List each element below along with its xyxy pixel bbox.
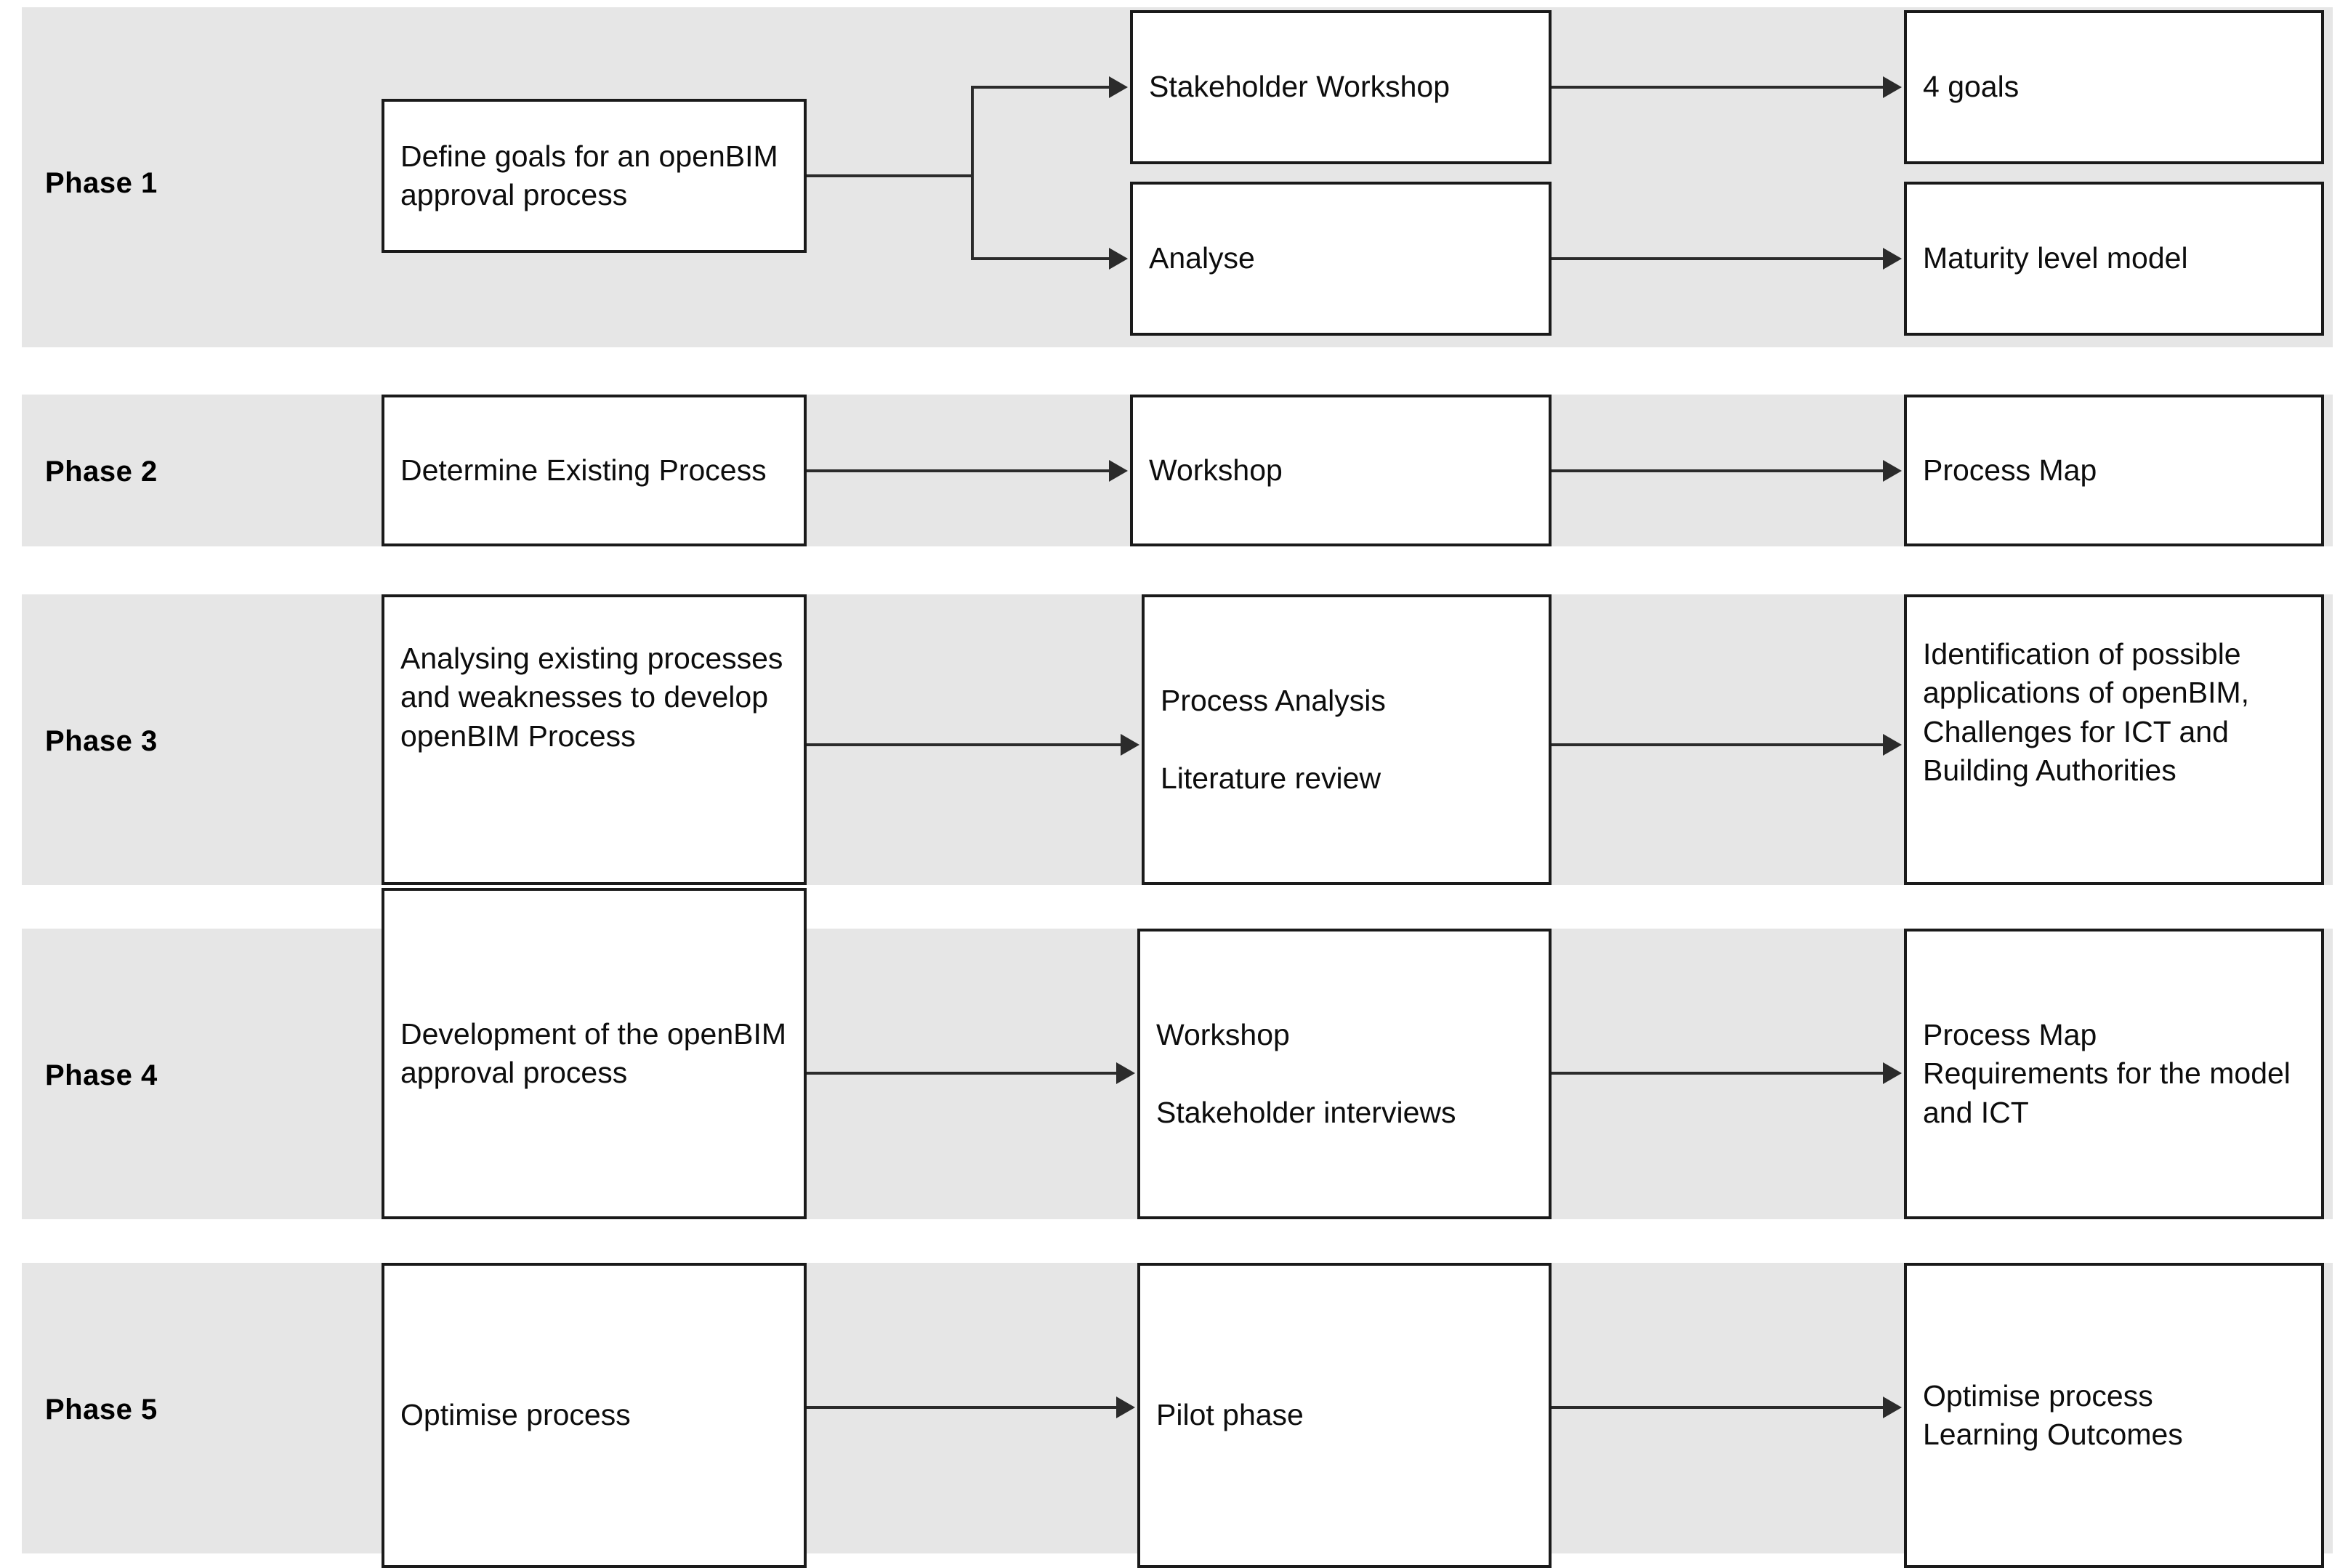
arrowhead-p4-output [1883, 1062, 1902, 1084]
phase-label-2: Phase 2 [45, 456, 158, 488]
phase-label-3: Phase 3 [45, 725, 158, 757]
phase2-output-text: Process Map [1923, 453, 2097, 487]
phase5-method-text: Pilot phase [1156, 1398, 1304, 1432]
arrowhead-p2-method [1109, 460, 1128, 482]
phase-label-1: Phase 1 [45, 167, 158, 199]
phase4-input-text: Development of the openBIM approval proc… [400, 1017, 787, 1089]
arrowhead-p1-method-1 [1109, 76, 1128, 98]
phase5-output-text: Optimise process Learning Outcomes [1923, 1378, 2183, 1451]
phase2-method-text: Workshop [1149, 453, 1283, 487]
phase3-method-box: Process Analysis Literature review [1142, 594, 1552, 885]
arrowhead-p1-output-1 [1883, 76, 1902, 98]
connector-p3-method-to-output [1552, 743, 1883, 746]
phase3-output-text: Identification of possible applications … [1923, 637, 2249, 787]
phase4-output-box: Process Map Requirements for the model a… [1904, 929, 2324, 1219]
connector-p5-method-to-output [1552, 1406, 1883, 1409]
arrowhead-p5-output [1883, 1397, 1902, 1418]
connector-p3-input-to-method [807, 743, 1121, 746]
arrowhead-p3-output [1883, 734, 1902, 756]
connector-p1-branch-vertical [971, 86, 974, 260]
arrowhead-p2-output [1883, 460, 1902, 482]
phase1-input-text: Define goals for an openBIM approval pro… [400, 139, 778, 211]
phase1-input-box: Define goals for an openBIM approval pro… [382, 99, 807, 253]
connector-p1-input-out [807, 174, 974, 177]
connector-p5-input-to-method [807, 1406, 1116, 1409]
phase5-input-box: Optimise process [382, 1263, 807, 1568]
arrowhead-p3-method [1121, 734, 1139, 756]
connector-p1-to-method-2 [971, 257, 1109, 260]
phase5-input-text: Optimise process [400, 1398, 631, 1432]
arrowhead-p4-method [1116, 1062, 1135, 1084]
phase3-method-text: Process Analysis Literature review [1161, 684, 1386, 795]
phase1-output-text-2: Maturity level model [1923, 241, 2188, 275]
connector-p4-input-to-method [807, 1072, 1116, 1075]
phase3-input-box: Analysing existing processes and weaknes… [382, 594, 807, 885]
phase4-output-text: Process Map Requirements for the model a… [1923, 1018, 2291, 1129]
phase1-method-box-2: Analyse [1130, 182, 1552, 336]
phase5-output-box: Optimise process Learning Outcomes [1904, 1263, 2324, 1568]
phase2-output-box: Process Map [1904, 395, 2324, 546]
phase3-output-box: Identification of possible applications … [1904, 594, 2324, 885]
phase4-method-text: Workshop Stakeholder interviews [1156, 1018, 1456, 1129]
connector-p2-method-to-output [1552, 469, 1883, 472]
phase1-output-box-2: Maturity level model [1904, 182, 2324, 336]
connector-p1-to-method-1 [971, 86, 1109, 89]
phase4-method-box: Workshop Stakeholder interviews [1137, 929, 1552, 1219]
phase1-method-text-1: Stakeholder Workshop [1149, 70, 1451, 104]
connector-p1-method2-to-output2 [1552, 257, 1883, 260]
phase2-input-text: Determine Existing Process [400, 453, 767, 487]
phase2-input-box: Determine Existing Process [382, 395, 807, 546]
phase2-method-box: Workshop [1130, 395, 1552, 546]
phase1-method-text-2: Analyse [1149, 241, 1255, 275]
arrowhead-p1-output-2 [1883, 248, 1902, 270]
arrowhead-p1-method-2 [1109, 248, 1128, 270]
phase3-input-text: Analysing existing processes and weaknes… [400, 642, 783, 753]
phase1-output-box-1: 4 goals [1904, 10, 2324, 164]
phase-label-4: Phase 4 [45, 1059, 158, 1091]
phase-label-5: Phase 5 [45, 1394, 158, 1426]
phase1-output-text-1: 4 goals [1923, 70, 2020, 104]
connector-p4-method-to-output [1552, 1072, 1883, 1075]
connector-p1-method1-to-output1 [1552, 86, 1883, 89]
phase1-method-box-1: Stakeholder Workshop [1130, 10, 1552, 164]
connector-p2-input-to-method [807, 469, 1109, 472]
phase5-method-box: Pilot phase [1137, 1263, 1552, 1568]
arrowhead-p5-method [1116, 1397, 1135, 1418]
phase4-input-box: Development of the openBIM approval proc… [382, 888, 807, 1219]
